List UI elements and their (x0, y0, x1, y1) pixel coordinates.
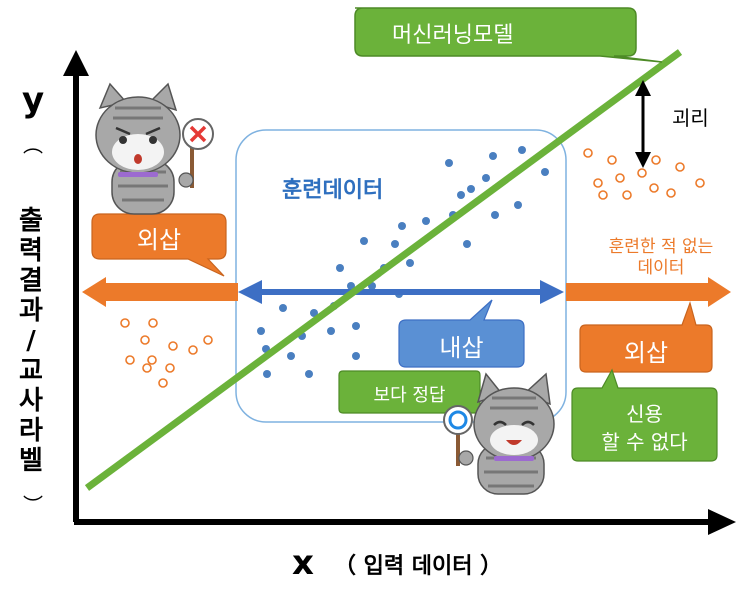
model-label: 머신러닝모델 (392, 23, 514, 48)
x-axis-label: （ 입력 데이터 ） (334, 554, 503, 579)
data-point (391, 240, 399, 248)
x-axis-arrowhead (708, 509, 736, 535)
data-point (482, 174, 490, 182)
data-point (457, 191, 465, 199)
y-axis-paren-close: ） (20, 494, 45, 515)
unseen-points-right (583, 148, 705, 200)
data-point (287, 352, 295, 360)
data-point (541, 168, 549, 176)
data-point (336, 264, 344, 272)
cat-wrong-sign-icon (95, 82, 214, 215)
extrapolation-arrow-left (100, 283, 238, 301)
unseen-points-left (120, 318, 213, 388)
data-point (327, 327, 335, 335)
x-axis-letter: x (292, 543, 314, 583)
y-axis-arrowhead (63, 50, 89, 76)
data-point (360, 237, 368, 245)
y-axis-label: 출 력 결 과 / 교 사 라 벨 (19, 206, 43, 476)
data-point (518, 146, 526, 154)
unseen-data-label-line2: 데이터 (637, 258, 685, 278)
extrapolation-arrow-right (566, 283, 714, 301)
training-data-label: 훈련데이터 (282, 178, 384, 203)
unreliable-label-line1: 신용 (626, 402, 663, 426)
more-correct-label: 보다 정답 (373, 385, 446, 406)
data-point (347, 282, 355, 290)
data-point (279, 304, 287, 312)
data-point (263, 370, 271, 378)
model-callout (354, 7, 663, 63)
data-point (514, 201, 522, 209)
data-point (305, 370, 313, 378)
interpolation-callout (398, 299, 525, 368)
data-point (491, 211, 499, 219)
extrapolation-right-callout (579, 301, 713, 373)
data-point (352, 322, 360, 330)
data-point (463, 240, 471, 248)
data-point (257, 327, 265, 335)
data-point (398, 222, 406, 230)
interpolation-label: 내삽 (439, 334, 484, 362)
extrapolation-left-label: 외삽 (136, 226, 182, 254)
data-point (467, 185, 475, 193)
y-axis-letter: y (22, 80, 45, 120)
unreliable-callout (571, 368, 718, 462)
data-point (352, 352, 360, 360)
data-point (489, 152, 497, 160)
unseen-data-label-line1: 훈련한 적 없는 (608, 237, 714, 257)
gap-label: 괴리 (672, 106, 709, 130)
y-axis-paren-open: （ (20, 134, 45, 155)
data-point (406, 259, 414, 267)
data-point (422, 217, 430, 225)
data-point (310, 309, 318, 317)
unreliable-label-line2: 할 수 없다 (601, 430, 688, 454)
model-line (84, 49, 683, 491)
cat-correct-sign-icon (443, 372, 555, 495)
extrapolation-right-label: 외삽 (623, 339, 669, 367)
data-point (445, 159, 453, 167)
extrapolation-left-callout (91, 213, 227, 277)
